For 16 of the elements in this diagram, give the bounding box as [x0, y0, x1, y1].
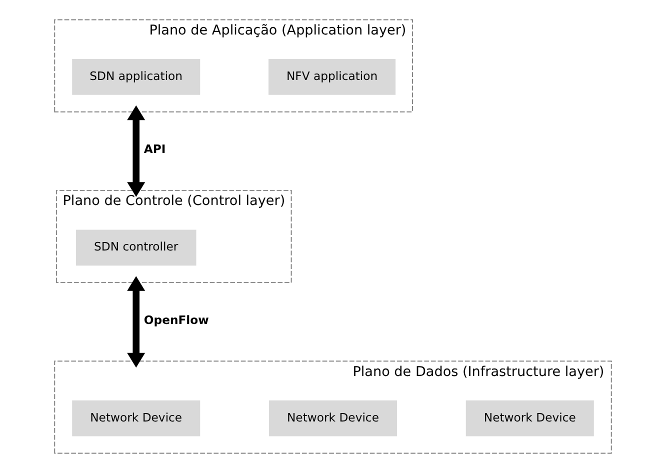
cluster — [54, 360, 612, 454]
node-label: Plano de Dados (Infrastructure layer) — [352, 364, 604, 380]
cluster — [54, 19, 413, 112]
edge-label: OpenFlow — [143, 312, 208, 327]
edge-label: API — [143, 142, 166, 156]
node-box: Network Device — [465, 400, 594, 436]
cluster — [56, 190, 292, 284]
node-box: SDN application — [72, 59, 200, 95]
node-box: SDN controller — [75, 230, 196, 266]
arrow — [126, 105, 145, 197]
node-label: Plano de Aplicação (Application layer) — [148, 22, 406, 38]
arrow — [126, 276, 145, 368]
node-box: NFV application — [268, 59, 396, 95]
node-box: Network Device — [268, 400, 397, 436]
node-label: Plano de Controle (Control layer) — [62, 193, 285, 210]
node-box: Network Device — [72, 400, 200, 436]
